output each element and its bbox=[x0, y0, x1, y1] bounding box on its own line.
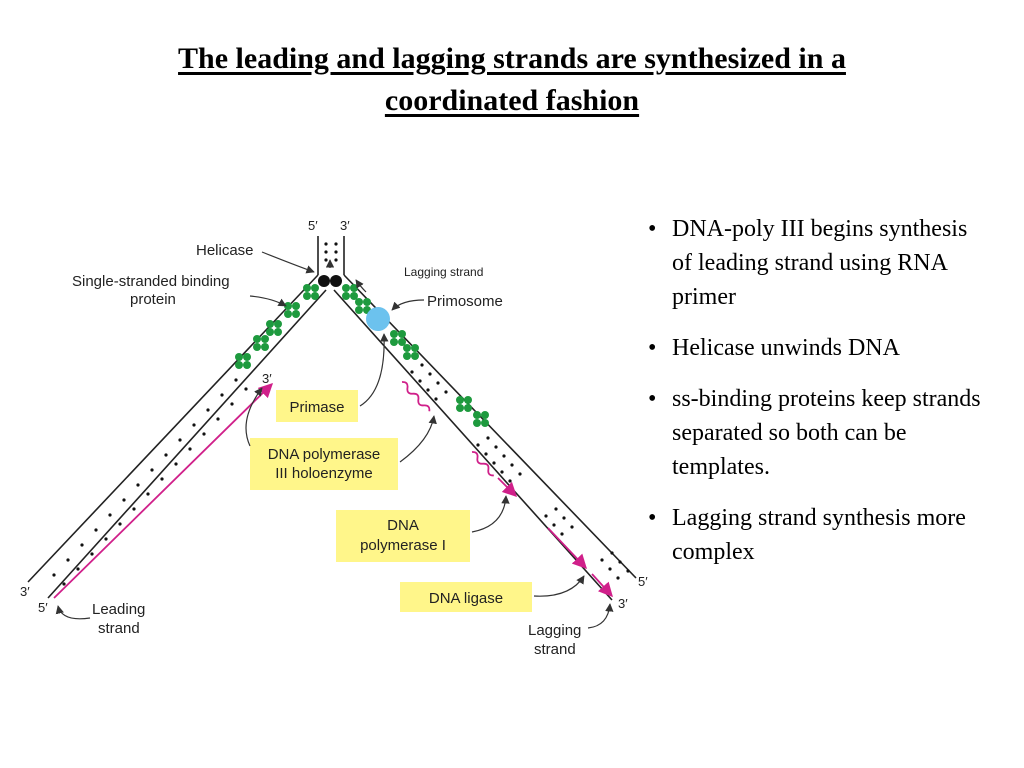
bullet-item: Lagging strand synthesis more complex bbox=[648, 501, 988, 569]
pol3-box bbox=[250, 438, 398, 490]
parent-base-pairs bbox=[324, 242, 338, 262]
lagging-base-pairs-3 bbox=[544, 507, 630, 580]
primase-box bbox=[276, 390, 358, 422]
pol1-label-line-2: polymerase I bbox=[360, 537, 446, 554]
bullet-list: DNA-poly III begins synthesis of leading… bbox=[648, 212, 988, 586]
primase-label: Primase bbox=[289, 399, 344, 416]
pol3-label-line-1: DNA polymerase bbox=[268, 446, 381, 463]
end-5-left: 5′ bbox=[38, 600, 48, 615]
ligase-label: DNA ligase bbox=[429, 590, 503, 607]
end-5-right: 5′ bbox=[638, 574, 648, 589]
bullet-item: DNA-poly III begins synthesis of leading… bbox=[648, 212, 988, 314]
primosome-label: Primosome bbox=[427, 293, 503, 310]
okazaki-fragment-4 bbox=[591, 573, 613, 598]
helicase-label: Helicase bbox=[196, 242, 254, 259]
lagging-strand-top-label: Lagging strand bbox=[404, 265, 483, 279]
end-5-top: 5′ bbox=[308, 218, 318, 233]
ssb-label-line-2: protein bbox=[130, 291, 176, 308]
lagging-strand-label-line-2: strand bbox=[534, 641, 576, 658]
end-3-top: 3′ bbox=[340, 218, 350, 233]
okazaki-fragment-2 bbox=[497, 477, 518, 498]
ligase-box bbox=[400, 582, 532, 612]
leading-duplex-base-pairs bbox=[52, 378, 248, 586]
leading-strand-label-line-2: strand bbox=[98, 620, 140, 637]
slide-title: The leading and lagging strands are synt… bbox=[60, 38, 964, 122]
leading-strand-new bbox=[53, 382, 274, 599]
rna-primer-2 bbox=[471, 451, 494, 477]
end-3-right: 3′ bbox=[618, 596, 628, 611]
ssb-label-line-1: Single-stranded binding bbox=[72, 273, 230, 290]
end-3-left: 3′ bbox=[20, 584, 30, 599]
title-line-2: coordinated fashion bbox=[384, 84, 640, 117]
primosome-shape bbox=[366, 307, 390, 331]
okazaki-fragment-3 bbox=[547, 527, 587, 570]
pol1-label-line-1: DNA bbox=[387, 517, 419, 534]
leading-strand-label-line-1: Leading bbox=[92, 601, 145, 618]
helicase-shape bbox=[318, 275, 342, 287]
bullet-item: Helicase unwinds DNA bbox=[648, 331, 988, 365]
lagging-base-pairs-1 bbox=[410, 363, 448, 401]
lagging-base-pairs-2 bbox=[476, 436, 522, 483]
rna-primer-1 bbox=[401, 381, 431, 412]
lagging-strand-label-line-1: Lagging bbox=[528, 622, 581, 639]
end-3-leading: 3′ bbox=[262, 371, 272, 386]
bullet-item: ss-binding proteins keep strands separat… bbox=[648, 382, 988, 484]
pol3-label-line-2: III holoenzyme bbox=[275, 465, 373, 482]
title-line-1: The leading and lagging strands are synt… bbox=[178, 42, 846, 75]
pol1-box bbox=[336, 510, 470, 562]
